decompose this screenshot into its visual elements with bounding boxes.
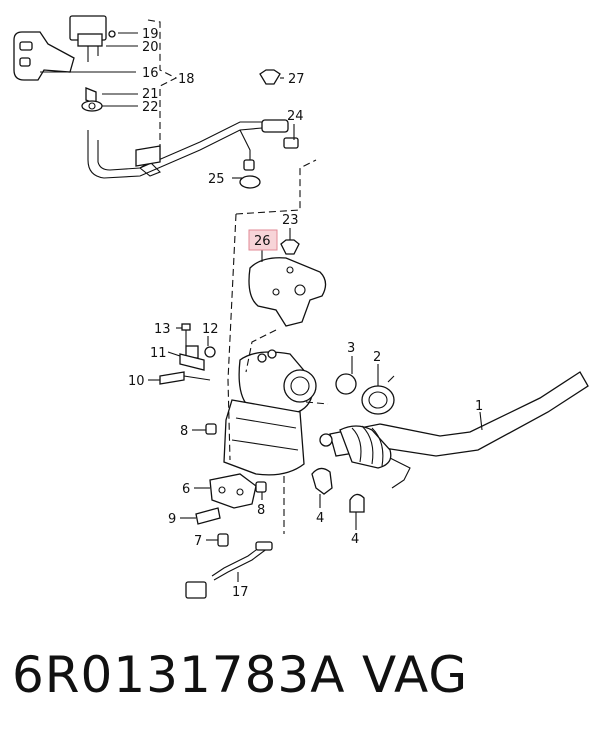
callout-17: 17: [232, 585, 249, 600]
callout-11: 11: [150, 346, 167, 361]
pressure-pipe-assembly: [81, 87, 299, 179]
exhaust-pipe-1: [319, 371, 589, 489]
bracket-6: [209, 473, 257, 509]
bolt-9: [195, 507, 221, 525]
part-number: 6R0131783A: [12, 646, 346, 704]
callout-6: 6: [182, 482, 190, 497]
exhaust-parts-diagram: 19 20 16 18 27 21 22 24 25 23 26 13 12 1…: [13, 15, 589, 600]
brand-name: VAG: [362, 646, 469, 704]
gasket-3: [335, 373, 357, 395]
pressure-sensor-bracket: [13, 15, 116, 81]
group-bracket-18: [147, 19, 178, 150]
particulate-filter: [223, 349, 317, 476]
callout-12: 12: [202, 322, 219, 337]
callout-8-upper: 8: [180, 424, 188, 439]
callout-22: 22: [142, 100, 159, 115]
sensor-cable-17: [185, 541, 273, 599]
callout-2: 2: [373, 350, 381, 365]
clamp-25: [239, 175, 261, 189]
bolt-7: [217, 533, 229, 547]
callout-23: 23: [282, 213, 299, 228]
callout-3: 3: [347, 341, 355, 356]
heat-shield-26: [248, 257, 327, 327]
highlight-box-26: [248, 229, 278, 251]
nut-23: [280, 239, 300, 255]
callout-labels: 19 20 16 18 27 21 22 24 25 23 26 13 12 1…: [128, 27, 483, 600]
callout-8-lower: 8: [257, 503, 265, 518]
callout-20: 20: [142, 40, 159, 55]
footer: 6R0131783A VAG: [0, 638, 600, 734]
callout-18: 18: [178, 72, 195, 87]
callout-13: 13: [154, 322, 171, 337]
leader-lines: [40, 32, 483, 582]
callout-1: 1: [475, 399, 483, 414]
mount-bracket-11: [179, 323, 216, 371]
callout-25: 25: [208, 172, 225, 187]
clamp-2: [361, 385, 395, 415]
callout-9: 9: [168, 512, 176, 527]
bolt-10: [159, 371, 185, 385]
nut-8a: [205, 423, 217, 435]
callout-21: 21: [142, 87, 159, 102]
callout-16: 16: [142, 66, 159, 81]
callout-27: 27: [288, 72, 305, 87]
callout-4-left: 4: [316, 511, 324, 526]
callout-26: 26: [254, 234, 271, 249]
nut-27: [259, 69, 281, 85]
nut-8b: [255, 481, 267, 493]
callout-24: 24: [287, 109, 304, 124]
hanger-4a: [311, 467, 333, 495]
hanger-4b: [349, 493, 365, 513]
callout-10: 10: [128, 374, 145, 389]
callout-19: 19: [142, 27, 159, 42]
callout-7: 7: [194, 534, 202, 549]
callout-4-right: 4: [351, 532, 359, 547]
